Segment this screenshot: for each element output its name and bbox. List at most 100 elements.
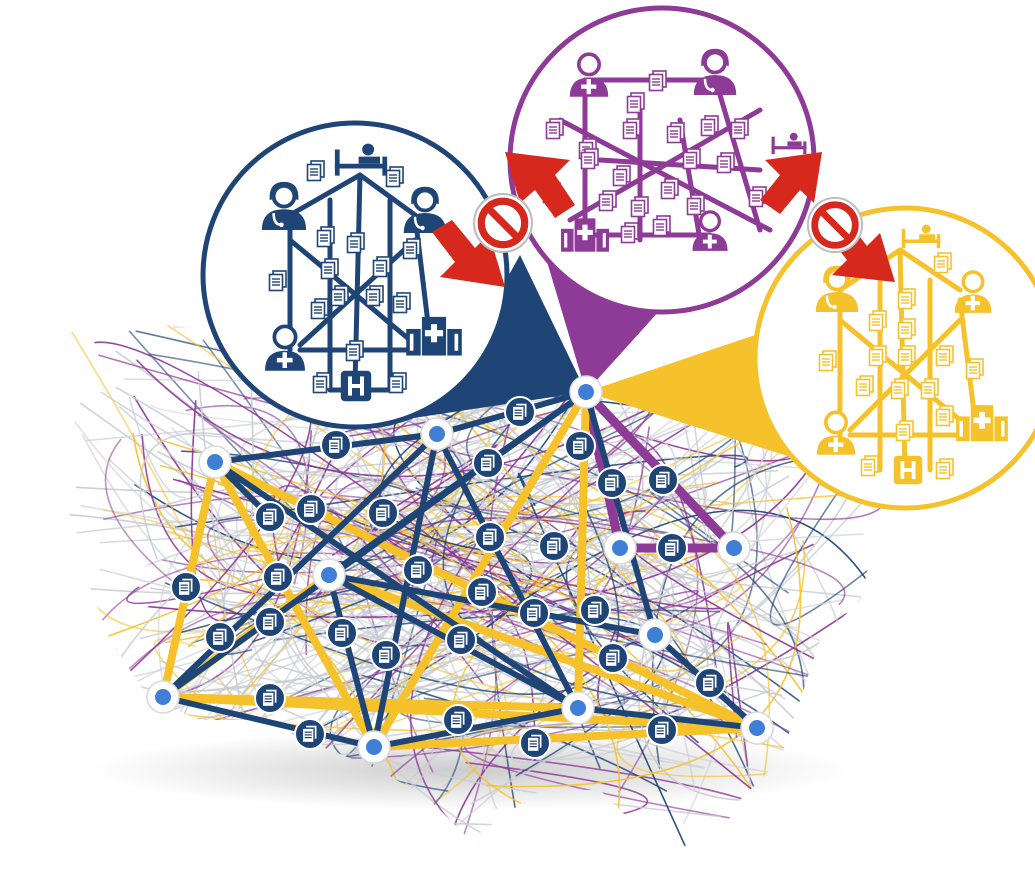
document-icon bbox=[897, 288, 916, 310]
document-icon bbox=[392, 292, 411, 314]
document-icon bbox=[933, 252, 952, 274]
hub-node bbox=[717, 531, 751, 565]
document-icon bbox=[686, 194, 705, 216]
record-node bbox=[646, 714, 678, 746]
arrow-icon bbox=[760, 152, 822, 214]
document-icon bbox=[316, 226, 335, 248]
document-icon bbox=[612, 165, 631, 187]
record-node bbox=[518, 597, 550, 629]
document-icon bbox=[630, 196, 649, 218]
document-icon bbox=[682, 148, 701, 170]
record-node bbox=[472, 447, 504, 479]
no-entry-icon bbox=[808, 198, 862, 252]
hub-node bbox=[603, 531, 637, 565]
hub-node bbox=[561, 691, 595, 725]
document-icon bbox=[868, 345, 887, 367]
record-node bbox=[445, 624, 477, 656]
document-icon bbox=[598, 190, 617, 212]
document-icon bbox=[652, 215, 671, 237]
record-node bbox=[647, 464, 679, 496]
document-icon bbox=[345, 340, 364, 362]
hub-node bbox=[146, 680, 180, 714]
record-node bbox=[519, 727, 551, 759]
document-icon bbox=[860, 455, 879, 477]
document-icon bbox=[920, 378, 939, 400]
hub-node bbox=[357, 730, 391, 764]
record-node bbox=[262, 561, 294, 593]
record-node bbox=[474, 521, 506, 553]
document-icon bbox=[580, 148, 599, 170]
record-node bbox=[656, 532, 688, 564]
document-icon bbox=[620, 222, 639, 244]
document-icon bbox=[402, 238, 421, 260]
hub-node bbox=[420, 417, 454, 451]
document-icon bbox=[312, 372, 331, 394]
hub-node bbox=[312, 558, 346, 592]
document-icon bbox=[897, 345, 916, 367]
document-icon bbox=[868, 310, 887, 332]
hub-node bbox=[198, 445, 232, 479]
hub-node bbox=[740, 711, 774, 745]
document-icon bbox=[310, 298, 329, 320]
document-icon bbox=[660, 178, 679, 200]
record-node bbox=[170, 571, 202, 603]
document-icon bbox=[700, 115, 719, 137]
document-icon bbox=[666, 122, 685, 144]
document-icon bbox=[330, 285, 349, 307]
document-icon bbox=[365, 285, 384, 307]
record-node bbox=[466, 576, 498, 608]
document-icon bbox=[965, 358, 984, 380]
hub-node bbox=[569, 375, 603, 409]
document-icon bbox=[372, 256, 391, 278]
document-icon bbox=[320, 258, 339, 280]
record-node bbox=[442, 704, 474, 736]
arrow-icon bbox=[505, 152, 575, 218]
document-icon bbox=[855, 375, 874, 397]
document-icon bbox=[935, 458, 954, 480]
document-icon bbox=[622, 118, 641, 140]
record-node bbox=[294, 718, 326, 750]
document-icon bbox=[890, 378, 909, 400]
record-node bbox=[694, 667, 726, 699]
record-node bbox=[538, 530, 570, 562]
document-icon bbox=[935, 345, 954, 367]
document-icon bbox=[545, 118, 564, 140]
yellow-bubble-pointer bbox=[586, 330, 800, 460]
record-node bbox=[504, 396, 536, 428]
blocked-connection-purple-yellow bbox=[760, 152, 895, 282]
record-node bbox=[295, 493, 327, 525]
record-node bbox=[367, 497, 399, 529]
document-icon bbox=[268, 270, 287, 292]
record-node bbox=[579, 594, 611, 626]
record-node bbox=[402, 554, 434, 586]
navy-health-system-bubble bbox=[200, 120, 510, 430]
hub-node bbox=[638, 618, 672, 652]
document-icon bbox=[716, 152, 735, 174]
record-node bbox=[254, 606, 286, 638]
document-icon bbox=[385, 166, 404, 188]
document-icon bbox=[935, 405, 954, 427]
record-node bbox=[326, 617, 358, 649]
document-icon bbox=[306, 160, 325, 182]
document-icon bbox=[818, 350, 837, 372]
record-node bbox=[596, 467, 628, 499]
yellow-health-system-bubble bbox=[752, 205, 1035, 511]
document-icon bbox=[648, 70, 667, 92]
document-icon bbox=[897, 318, 916, 340]
blocked-connection-navy-purple bbox=[432, 152, 575, 287]
document-icon bbox=[895, 420, 914, 442]
hub-nodes bbox=[146, 375, 774, 764]
record-node bbox=[204, 621, 236, 653]
no-entry-icon bbox=[474, 194, 532, 252]
record-nodes bbox=[170, 396, 726, 759]
record-node bbox=[597, 642, 629, 674]
document-icon bbox=[626, 92, 645, 114]
record-node bbox=[564, 430, 596, 462]
document-icon bbox=[730, 118, 749, 140]
purple-bubble-pointer bbox=[545, 255, 660, 392]
record-node bbox=[254, 682, 286, 714]
record-node bbox=[254, 501, 286, 533]
record-node bbox=[320, 429, 352, 461]
